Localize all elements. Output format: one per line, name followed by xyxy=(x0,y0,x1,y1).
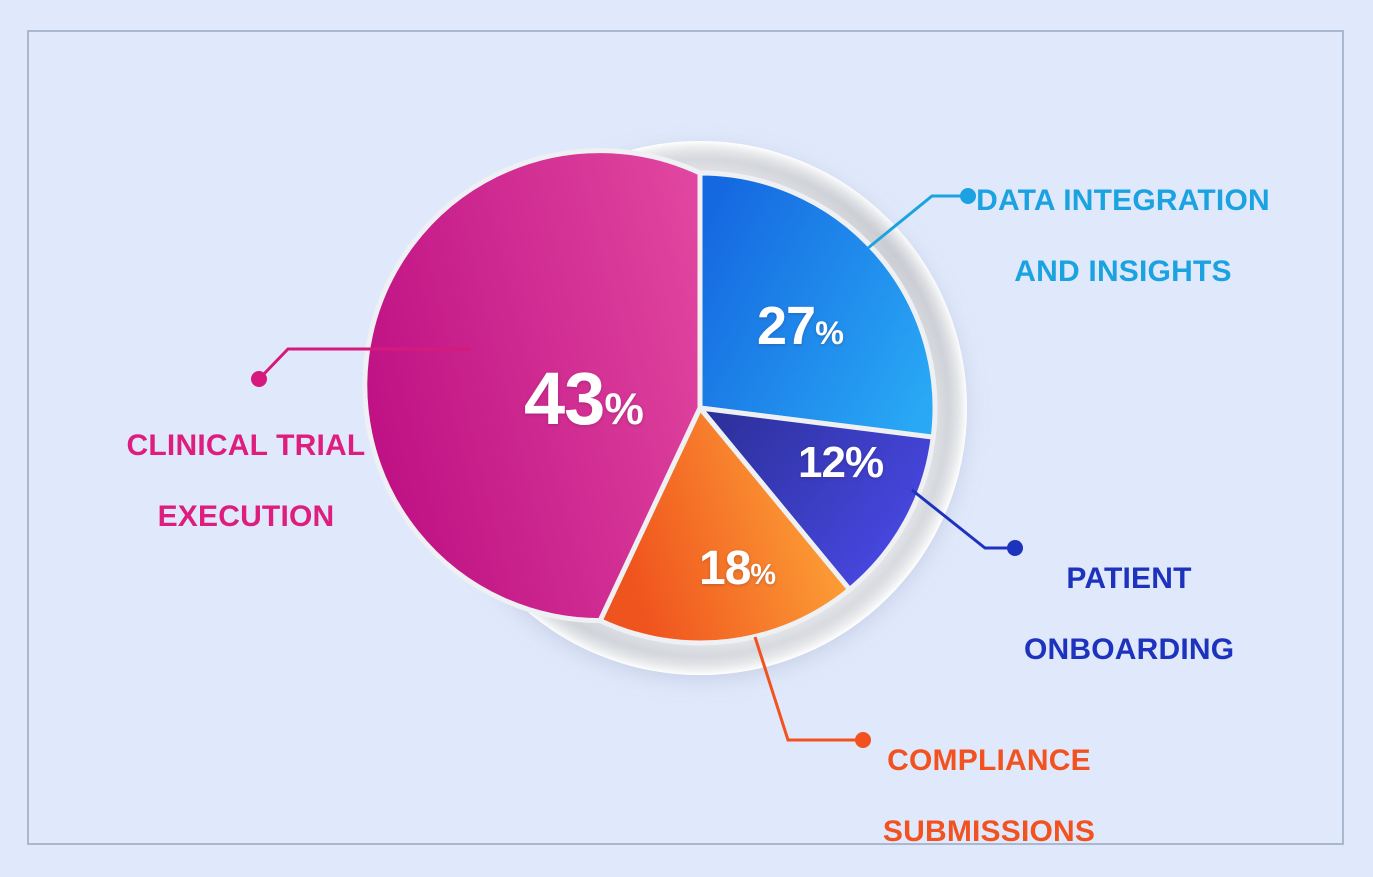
percent-symbol: % xyxy=(815,315,844,351)
percent-symbol: % xyxy=(844,438,884,487)
label-line-2: EXECUTION xyxy=(157,500,335,534)
label-line-2: ONBOARDING xyxy=(1024,633,1235,667)
slice-value-number: 18 xyxy=(699,542,751,595)
slice-label-patient-onboarding: PATIENT ONBOARDING xyxy=(1024,526,1234,668)
slice-value-data-integration-and-insights: 27% xyxy=(757,295,844,357)
slice-value-clinical-trial-execution: 43% xyxy=(524,356,644,441)
percent-symbol: % xyxy=(750,559,776,591)
slice-label-clinical-trial-execution: CLINICAL TRIAL EXECUTION xyxy=(120,393,372,535)
label-line-1: PATIENT xyxy=(1066,562,1192,596)
slice-label-data-integration-and-insights: DATA INTEGRATION AND INSIGHTS xyxy=(968,148,1278,290)
slice-clinical-trial-execution[interactable] xyxy=(362,148,703,624)
slice-value-number: 43 xyxy=(524,357,605,440)
label-line-1: CLINICAL TRIAL xyxy=(126,429,366,463)
label-line-1: DATA INTEGRATION xyxy=(976,184,1270,218)
slice-label-compliance-submissions: COMPLIANCE SUBMISSIONS xyxy=(874,708,1104,850)
leader-line-clinical-trial-execution xyxy=(251,347,470,387)
leader-line-compliance-submissions xyxy=(753,636,871,748)
slice-value-compliance-submissions: 18% xyxy=(699,541,776,596)
percent-symbol: % xyxy=(604,385,643,434)
slice-data-integration-and-insights[interactable] xyxy=(697,170,938,440)
frame-border xyxy=(27,30,1344,845)
slice-value-number: 12 xyxy=(798,438,846,487)
slice-value-number: 27 xyxy=(757,296,816,356)
pie-slices xyxy=(362,148,938,646)
leader-lines xyxy=(251,188,1023,748)
leader-line-patient-onboarding xyxy=(911,488,1023,556)
slice-value-patient-onboarding: 12% xyxy=(798,438,884,488)
slice-compliance-submissions[interactable] xyxy=(596,403,854,646)
label-line-2: SUBMISSIONS xyxy=(882,815,1096,849)
label-line-2: AND INSIGHTS xyxy=(1014,255,1232,289)
leader-line-data-integration-and-insights xyxy=(867,188,976,250)
label-line-1: COMPLIANCE xyxy=(887,744,1091,778)
slice-patient-onboarding[interactable] xyxy=(694,404,936,594)
